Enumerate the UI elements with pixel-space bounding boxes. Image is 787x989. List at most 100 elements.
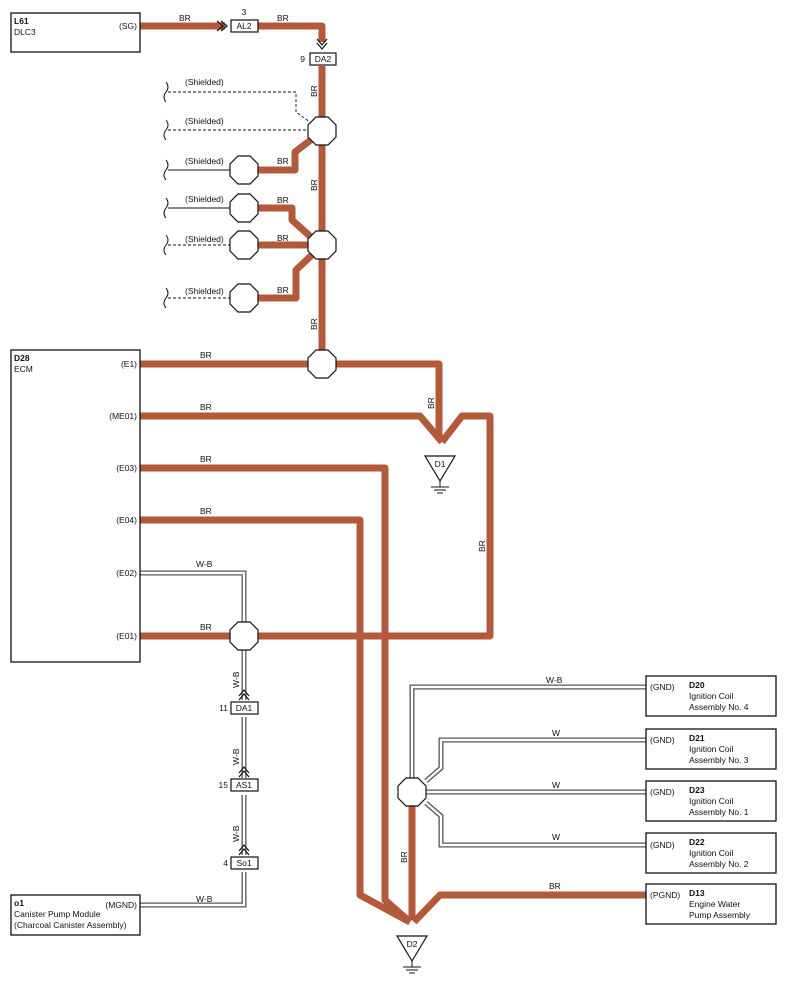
d13-pin: (PGND) xyxy=(650,890,680,900)
d20-box xyxy=(645,675,777,717)
d22-box xyxy=(645,832,777,874)
shield-terminal xyxy=(229,155,259,185)
connector-so1 xyxy=(230,856,259,870)
shielded-label: (Shielded) xyxy=(185,194,224,204)
shielded-label: (Shielded) xyxy=(185,77,224,87)
wire-label-br: BR xyxy=(549,881,561,891)
wire-label-br: BR xyxy=(277,195,289,205)
connector-da1 xyxy=(230,701,259,715)
al2-pin: 3 xyxy=(242,7,247,17)
wire-shield-4 xyxy=(258,204,315,241)
ecm-pin-e02: (E02) xyxy=(116,568,137,578)
so1-pin: 4 xyxy=(223,858,228,868)
junction-octagon xyxy=(307,230,337,260)
d21-code: D21 xyxy=(689,733,705,743)
canister-pin: (MGND) xyxy=(105,900,137,910)
shield-terminal xyxy=(229,193,259,223)
wire-label-br: BR xyxy=(477,540,487,552)
wire-e1-to-d1 xyxy=(336,360,443,440)
connector-chevrons xyxy=(216,20,328,856)
d21-line2: Assembly No. 3 xyxy=(689,755,749,765)
d23-code: D23 xyxy=(689,785,705,795)
wire-label-w: W xyxy=(552,780,560,790)
wire-label-wb: W-B xyxy=(546,675,563,685)
br-wires xyxy=(140,22,646,926)
shielded-label: (Shielded) xyxy=(185,234,224,244)
ecm-pin-e04: (E04) xyxy=(116,515,137,525)
shielded-label: (Shielded) xyxy=(185,156,224,166)
d22-code: D22 xyxy=(689,837,705,847)
ground-d2-label: D2 xyxy=(407,939,418,949)
shielded-label: (Shielded) xyxy=(185,116,224,126)
wire-label-br: BR xyxy=(309,179,319,191)
d21-box xyxy=(645,728,777,770)
junction-octagon xyxy=(307,349,337,379)
wire-ecm-me01 xyxy=(140,412,445,445)
al2-name: AL2 xyxy=(236,21,251,31)
ground-d2 xyxy=(395,935,429,974)
wire-label-wb: W-B xyxy=(231,671,241,688)
wire-label-br: BR xyxy=(200,506,212,516)
d23-pin: (GND) xyxy=(650,787,675,797)
ecm-pin-e03: (E03) xyxy=(116,463,137,473)
wire-label-wb: W-B xyxy=(196,559,213,569)
d13-box xyxy=(645,883,777,925)
dlc3-code: L61 xyxy=(14,16,29,26)
as1-pin: 15 xyxy=(219,780,229,790)
wire-ecm-e04 xyxy=(140,516,412,926)
wire-label-br: BR xyxy=(399,851,409,863)
wire-label-wb: W-B xyxy=(231,748,241,765)
d22-line2: Assembly No. 2 xyxy=(689,859,749,869)
d23-line1: Ignition Coil xyxy=(689,796,734,806)
connector-al2 xyxy=(230,19,259,33)
wire-label-br: BR xyxy=(200,402,212,412)
canister-line2: (Charcoal Canister Assembly) xyxy=(14,920,127,930)
ecm-name: ECM xyxy=(14,364,33,374)
junction-octagon xyxy=(307,116,337,146)
d21-line1: Ignition Coil xyxy=(689,744,734,754)
wire-label-br: BR xyxy=(277,285,289,295)
wire-label-w: W xyxy=(552,832,560,842)
wire-label-wb: W-B xyxy=(196,894,213,904)
wire-label-br: BR xyxy=(277,233,289,243)
d22-line1: Ignition Coil xyxy=(689,848,734,858)
wire-d1-return xyxy=(258,412,494,640)
ecm-pin-e01: (E01) xyxy=(116,631,137,641)
d23-line2: Assembly No. 1 xyxy=(689,807,749,817)
d21-pin: (GND) xyxy=(650,735,675,745)
d13-line2: Pump Assembly xyxy=(689,910,751,920)
dlc3-box xyxy=(10,12,141,53)
canister-line1: Canister Pump Module xyxy=(14,909,101,919)
as1-name: AS1 xyxy=(236,780,252,790)
wire-label-br: BR xyxy=(426,397,436,409)
canister-box xyxy=(10,894,141,936)
ground-d1 xyxy=(423,455,457,494)
shield-ends xyxy=(163,81,169,309)
wire-label-br: BR xyxy=(277,156,289,166)
wire-label-br: BR xyxy=(309,318,319,330)
wire-label-br: BR xyxy=(200,454,212,464)
ecm-pin-e1: (E1) xyxy=(121,359,137,369)
junction-octagon xyxy=(229,621,259,651)
shield-terminal xyxy=(229,283,259,313)
wire-label-br: BR xyxy=(277,13,289,23)
shield-wire-1 xyxy=(168,91,311,123)
da1-name: DA1 xyxy=(236,703,253,713)
d22-pin: (GND) xyxy=(650,840,675,850)
wire-shield-3 xyxy=(258,133,319,174)
d20-line1: Ignition Coil xyxy=(689,691,734,701)
connector-as1 xyxy=(230,778,259,792)
ground-d1-label: D1 xyxy=(435,459,446,469)
shielded-wires xyxy=(168,91,311,299)
shielded-label: (Shielded) xyxy=(185,286,224,296)
dlc3-pin: (SG) xyxy=(119,21,137,31)
d13-code: D13 xyxy=(689,888,705,898)
dlc3-name: DLC3 xyxy=(14,27,36,37)
wb-wires xyxy=(140,570,646,908)
canister-code: o1 xyxy=(14,898,24,908)
da2-name: DA2 xyxy=(315,54,332,64)
junction-octagon xyxy=(397,777,427,807)
ecm-box xyxy=(10,349,141,663)
wire-label-br: BR xyxy=(200,350,212,360)
wire-label-br: BR xyxy=(200,622,212,632)
